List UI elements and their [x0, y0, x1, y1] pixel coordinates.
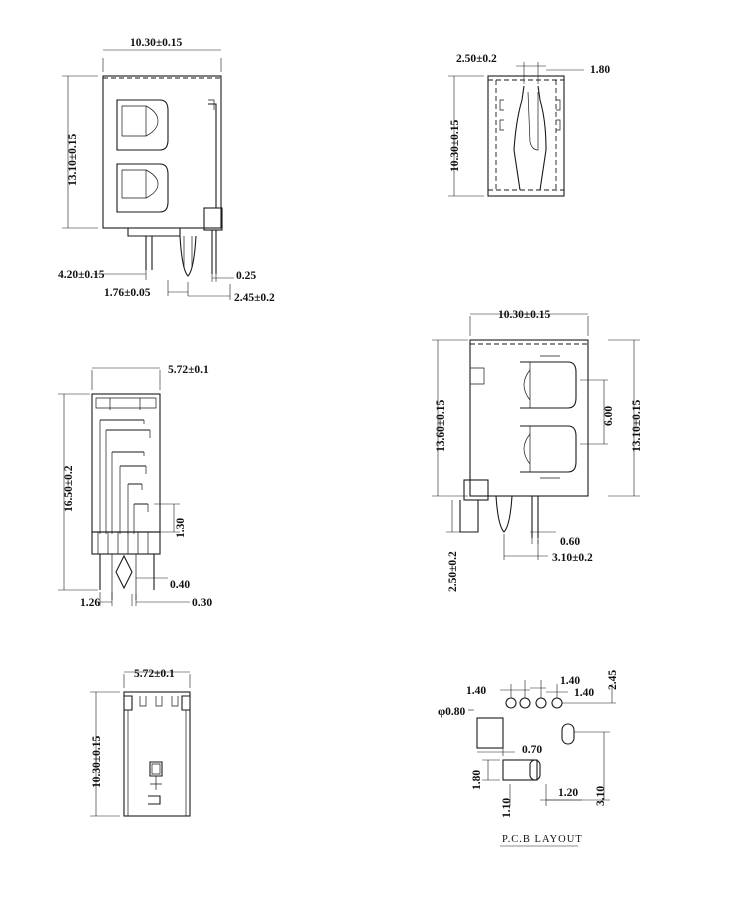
side-view: 5.72±0.1 16.50±0.2 1.30 0.40 1.26 0.30 [58, 364, 212, 609]
top-width-label: 2.50±0.2 [456, 53, 497, 65]
pcb-hole-4 [551, 697, 563, 709]
top-side-label: 1.80 [590, 64, 610, 76]
pcb-slot-bottom [529, 759, 541, 781]
rear-peg-label: 2.50±0.2 [447, 551, 459, 592]
pcb-pad-width-label: 0.70 [522, 744, 542, 756]
bottom-width-label: 5.72±0.1 [134, 668, 175, 680]
rear-view: 10.30±0.15 13.60±0.15 13.10±0.15 6.00 0.… [432, 309, 643, 592]
bottom-view: 5.72±0.1 10.30±0.15 [90, 668, 191, 817]
rear-spring-pitch-label: 6.00 [603, 406, 615, 426]
pcb-vertical-top-label: 2.45 [607, 670, 619, 690]
top-height-label: 10.30±0.15 [449, 119, 461, 172]
front-pin-pitch-label: 1.76±0.05 [104, 287, 151, 299]
side-pitch-label: 1.26 [80, 597, 100, 609]
side-pin-width-label: 0.30 [192, 597, 212, 609]
pcb-pitch-a-label: 1.40 [466, 685, 486, 697]
pcb-layout-view: 1.40 1.40 1.40 2.45 φ0.80 0.70 1.80 1.10… [438, 670, 619, 847]
rear-pin-span-label: 3.10±0.2 [552, 552, 593, 564]
side-height-label: 16.50±0.2 [63, 465, 75, 512]
rear-pin-width-label: 0.60 [560, 536, 580, 548]
front-view: 10.30±0.15 13.10±0.15 4.20±0.15 1.76±0.0… [58, 37, 275, 304]
rear-height-right-label: 13.10±0.15 [631, 399, 643, 452]
pcb-pad-left [476, 717, 504, 749]
pcb-hole-3 [535, 697, 547, 709]
pcb-caption: P.C.B LAYOUT [502, 834, 583, 845]
side-pin-gap-label: 0.40 [170, 579, 190, 591]
pcb-vertical-bottom-label: 3.10 [595, 786, 607, 806]
pcb-pitch-b-label: 1.40 [560, 675, 580, 687]
rear-width-label: 10.30±0.15 [498, 309, 551, 321]
rear-height-left-label: 13.60±0.15 [435, 399, 447, 452]
pcb-pad-bottom [502, 759, 538, 781]
side-lead-label: 1.30 [175, 518, 187, 538]
pcb-hole-2 [519, 697, 531, 709]
pcb-pitch-c-label: 1.40 [574, 687, 594, 699]
pcb-hole-1 [505, 697, 517, 709]
side-width-label: 5.72±0.1 [168, 364, 209, 376]
pcb-slot-right [561, 723, 575, 745]
front-height-label: 13.10±0.15 [67, 133, 79, 186]
front-left-offset-label: 4.20±0.15 [58, 269, 105, 281]
pcb-slot-width-label: 1.20 [558, 787, 578, 799]
pcb-pad-height-label: 1.80 [471, 770, 483, 790]
top-right-view: 2.50±0.2 1.80 10.30±0.15 [448, 53, 610, 197]
front-width-label: 10.30±0.15 [130, 37, 183, 49]
pcb-slot-height-label: 1.10 [501, 798, 513, 818]
front-pin-thickness-label: 0.25 [236, 270, 256, 282]
pcb-hole-dia-label: φ0.80 [438, 706, 466, 718]
front-pin-span-label: 2.45±0.2 [234, 292, 275, 304]
bottom-height-label: 10.30±0.15 [91, 735, 103, 788]
